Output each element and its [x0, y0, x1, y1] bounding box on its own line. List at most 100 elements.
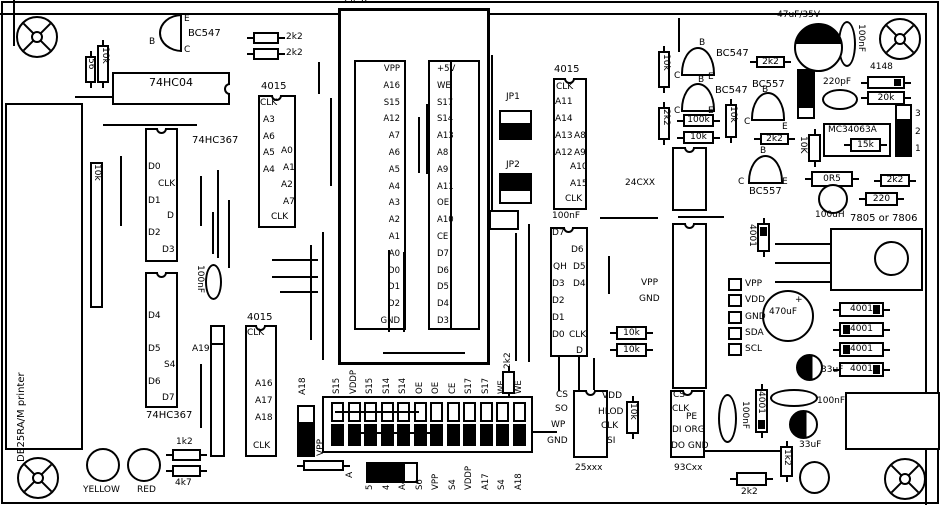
label-a11: A11 [555, 97, 573, 107]
zif-pin-d0: D0 [388, 265, 400, 276]
label-clk: CLK [158, 179, 176, 189]
zif-pin-ce: CE [437, 232, 449, 242]
jumper-a18-top [297, 405, 315, 424]
ic-notch [683, 223, 695, 229]
label-d5: D5 [573, 262, 586, 272]
label-a6: A6 [263, 132, 275, 142]
zif-pin-vpp: VPP [383, 64, 400, 74]
trace [310, 245, 312, 340]
dip-switch-bottom [397, 424, 410, 446]
label-wp: WP [551, 420, 566, 430]
dip-label-s6: S6 [414, 479, 425, 490]
label-cs: CS [673, 390, 685, 400]
label-mc34063a: MC34063A [828, 125, 877, 135]
label-do-gnd: DO GND [671, 441, 709, 451]
label-1: 1 [915, 144, 921, 154]
trace [360, 432, 437, 434]
trace [558, 357, 560, 391]
label-d7: D7 [162, 393, 175, 403]
zif-pin-a6: A6 [388, 148, 400, 158]
screw-center [31, 31, 43, 43]
label-d3: D3 [162, 245, 175, 255]
label-a3: A3 [263, 115, 275, 125]
screw-hole [884, 458, 926, 500]
label-100nf: 100nF [552, 211, 581, 221]
led [86, 448, 120, 482]
label-a5: A5 [263, 148, 275, 158]
ic-notch [683, 147, 695, 153]
ic-notch [584, 390, 596, 396]
db25-label: DB25RA/M printer [16, 372, 27, 462]
zif-pin-s17: S17 [437, 97, 454, 108]
trace [515, 233, 517, 361]
dip-label-s14: S14 [381, 377, 392, 394]
dip-label-4: 4 [381, 484, 392, 490]
dip-switch-bottom [380, 424, 394, 446]
label-d4: D4 [573, 279, 586, 289]
diode-band [873, 305, 880, 314]
label-e: E [782, 177, 788, 187]
resistor [166, 465, 207, 477]
zif-column [354, 60, 406, 330]
label-100uh: 100uH [815, 210, 845, 220]
label-4015: 4015 [261, 81, 287, 92]
resistor [502, 366, 515, 399]
label-d0: D0 [148, 162, 161, 172]
label-so: SO [555, 404, 568, 414]
resistor-10k: 10k [610, 326, 653, 340]
label-d4: D4 [148, 311, 161, 321]
resistor-10k: 10k [677, 131, 720, 144]
ic-74hc367-2 [145, 272, 178, 408]
dip-switch-bottom [463, 424, 476, 446]
capacitor-470uf [762, 290, 814, 342]
diode-value: 4001 [850, 344, 873, 354]
label-d0: D0 [552, 330, 565, 340]
resistor [780, 441, 793, 482]
label-4k7: 4k7 [175, 478, 192, 488]
trace [280, 291, 318, 293]
db25-connector [5, 103, 83, 450]
trace [322, 232, 324, 360]
resistor-value: 100k [687, 115, 710, 125]
label-bc547: BC547 [715, 85, 748, 96]
resistor [626, 396, 639, 439]
diode-band [758, 420, 765, 429]
label-gnd: GND [745, 312, 766, 322]
dip-label-vpp: VPP [431, 473, 441, 490]
zif-pin-a5: A5 [388, 164, 400, 175]
resistor-2k2: 2k2 [874, 174, 916, 187]
screw-hole [879, 18, 921, 60]
ic-notch [155, 272, 167, 278]
trace [335, 411, 419, 413]
trace [212, 212, 214, 254]
i2c-pin [728, 311, 742, 324]
label-d2: D2 [552, 296, 565, 306]
dip-switch-bottom [347, 424, 361, 446]
diode-black [797, 69, 815, 106]
capacitor-33uf-2 [789, 410, 818, 439]
jumper-jp2-bottom [499, 189, 532, 204]
label-a9: A9 [574, 148, 586, 158]
resistor-100k: 100k [677, 114, 720, 127]
zif-pin-a8: A8 [437, 148, 449, 158]
label-a14: A14 [555, 114, 573, 124]
label-7805-or-7806: 7805 or 7806 [850, 213, 918, 224]
diode [861, 76, 911, 89]
dip-switch-bottom [364, 424, 377, 446]
ic-blank [672, 223, 707, 389]
label-bc557: BC557 [752, 79, 785, 90]
zif-pin-a3: A3 [388, 198, 400, 209]
zif-pin-gnd: GND [380, 316, 401, 326]
ic-25xxx [573, 390, 608, 458]
dip-switch-bottom [479, 424, 493, 446]
label-47uf-35v: 47uF/35V [777, 10, 820, 20]
dip-label-s4: S4 [447, 479, 458, 490]
trace [200, 176, 202, 226]
screw-hole [17, 457, 59, 499]
trace [75, 96, 133, 98]
label-25xxx: 25xxx [575, 463, 603, 473]
dip-label-oe: OE [414, 381, 425, 394]
ic-24cxx [672, 147, 707, 211]
dip-label-a17: A17 [480, 473, 491, 490]
screw-center [899, 473, 911, 485]
